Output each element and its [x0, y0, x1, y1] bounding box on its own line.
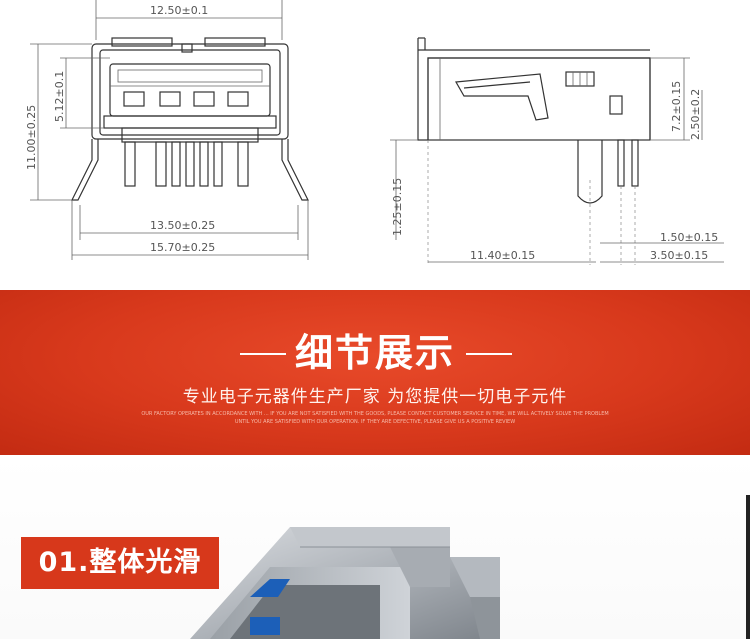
- dim-right-height-b: 2.50±0.2: [689, 89, 702, 140]
- edge-shadow: [746, 495, 750, 639]
- dim-inner-height: 5.12±0.1: [53, 71, 66, 122]
- dim-overall-width: 15.70±0.25: [150, 241, 215, 254]
- title-rule-left: [240, 353, 286, 355]
- dim-pin-pitch: 1.50±0.15: [660, 231, 718, 244]
- dim-depth: 11.40±0.15: [470, 249, 535, 262]
- banner-title: 细节展示: [294, 331, 455, 375]
- detail-banner: 细节展示 专业电子元器件生产厂家 为您提供一切电子元件 OUR FACTORY …: [0, 290, 750, 455]
- dim-left-height: 11.00±0.25: [25, 105, 38, 170]
- dim-top-width: 12.50±0.1: [150, 4, 208, 17]
- product-photo-section: 01.整体光滑: [0, 455, 750, 639]
- banner-subtitle: 专业电子元器件生产厂家 为您提供一切电子元件: [182, 387, 568, 407]
- dimension-drawing: 12.50±0.1: [25, 0, 724, 265]
- dim-pin-span: 13.50±0.25: [150, 219, 215, 232]
- dim-pin-row: 3.50±0.15: [650, 249, 708, 262]
- usb-connector-photo: [190, 527, 500, 639]
- blue-insert: [250, 579, 290, 597]
- dim-right-height-a: 7.2±0.15: [670, 81, 683, 132]
- banner-fine-print-1: OUR FACTORY OPERATES IN ACCORDANCE WITH …: [141, 411, 609, 417]
- banner-fine-print-2: UNTIL YOU ARE SATISFIED WITH OUR OPERATI…: [234, 419, 516, 425]
- dim-standoff: 1.25±0.15: [391, 178, 404, 236]
- title-rule-right: [466, 353, 512, 355]
- side-view: 1.25±0.15 7.2±0.15 2.50±0.2 11.40±0.15 1…: [390, 37, 724, 265]
- section-label-smooth: 01.整体光滑: [21, 537, 219, 589]
- front-view: 12.50±0.1: [25, 0, 309, 260]
